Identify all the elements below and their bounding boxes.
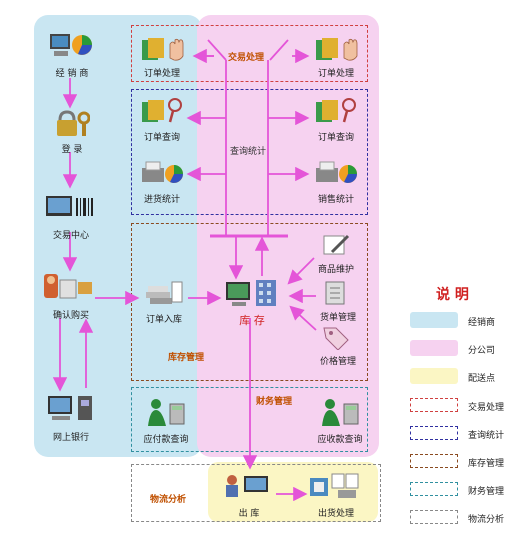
legend-label-branch: 分公司 [468, 346, 496, 356]
price-tag-icon [323, 327, 349, 350]
query-section-box [131, 89, 368, 215]
node-goods-maint[interactable]: 商品维护 [317, 265, 354, 275]
legend-swatch-delivery [410, 368, 458, 384]
section-trade-label: 交易处理 [228, 53, 265, 63]
shopping-icon [44, 274, 92, 299]
warehouse-computer-icon [226, 280, 276, 306]
section-query-label: 查询统计 [230, 147, 267, 157]
legend-swatch-branch [410, 340, 458, 356]
section-logistics-label: 物流分析 [150, 495, 187, 505]
node-payable-query[interactable]: 应付款查询 [143, 435, 189, 445]
node-dealer[interactable]: 经 销 商 [55, 69, 89, 79]
node-out-stock[interactable]: 出 库 [238, 509, 260, 519]
node-trade-center[interactable]: 交易中心 [52, 231, 89, 241]
printer-chart-icon [142, 161, 183, 183]
bank-terminal-icon [48, 396, 92, 420]
node-online-bank[interactable]: 网上银行 [52, 433, 89, 443]
node-receivable-query[interactable]: 应收款查询 [317, 435, 363, 445]
node-order-in[interactable]: 订单入库 [145, 315, 182, 325]
node-order-right[interactable]: 订单处理 [317, 69, 354, 79]
node-stock[interactable]: 库 存 [239, 314, 265, 327]
stack-document-icon [146, 281, 183, 304]
person-calculator-icon [148, 399, 185, 426]
legend-box-finance [410, 482, 458, 496]
legend-label-trade: 交易处理 [468, 403, 505, 413]
folders-magnifier-icon [142, 98, 182, 123]
node-goods-manage[interactable]: 货单管理 [319, 313, 356, 323]
terminal-barcode-icon [46, 196, 93, 216]
legend-swatch-dealer [410, 312, 458, 328]
legend-box-logistics [410, 510, 458, 524]
lock-key-icon [57, 110, 90, 136]
printer-chart-icon [316, 161, 357, 183]
folders-hand-icon [142, 38, 184, 61]
node-ship-process[interactable]: 出货处理 [317, 509, 354, 519]
person-calculator-icon [322, 399, 359, 426]
legend-label-finance: 财务管理 [468, 487, 505, 497]
legend-label-inventory: 库存管理 [468, 459, 505, 469]
legend-box-trade [410, 398, 458, 412]
legend-label-delivery: 配送点 [468, 374, 496, 384]
legend-box-query [410, 426, 458, 440]
section-finance-label: 财务管理 [256, 397, 293, 407]
node-sales-stats[interactable]: 销售统计 [317, 195, 354, 205]
legend-title: 说 明 [436, 287, 469, 303]
legend-label-logistics: 物流分析 [468, 515, 505, 525]
section-inventory-label: 库存管理 [168, 353, 205, 363]
folders-hand-icon [316, 38, 358, 61]
node-purchase-stats[interactable]: 进货统计 [143, 195, 180, 205]
legend-box-inventory [410, 454, 458, 468]
worker-computer-icon [226, 475, 268, 497]
legend-label-query: 查询统计 [468, 431, 505, 441]
node-query-left[interactable]: 订单查询 [143, 133, 180, 143]
node-query-right[interactable]: 订单查询 [317, 133, 354, 143]
node-price-manage[interactable]: 价格管理 [319, 357, 356, 367]
pen-edit-icon [323, 234, 350, 255]
folders-magnifier-icon [316, 98, 356, 123]
legend-label-dealer: 经销商 [468, 318, 496, 328]
shipping-icon [310, 473, 359, 498]
node-order-left[interactable]: 订单处理 [143, 69, 180, 79]
node-login[interactable]: 登 录 [61, 145, 83, 155]
clipboard-icon [325, 281, 345, 305]
node-confirm-buy[interactable]: 确认购买 [52, 311, 89, 321]
trade-section-box [131, 25, 368, 82]
computer-icon [50, 34, 92, 56]
